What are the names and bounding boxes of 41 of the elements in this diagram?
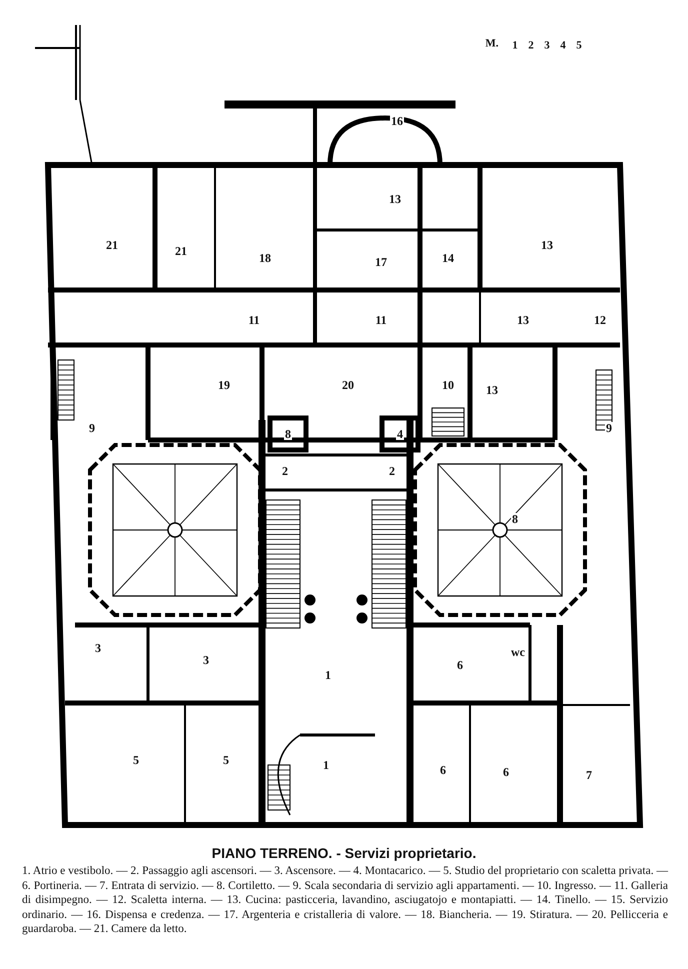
room-number: 14 <box>441 252 455 264</box>
room-number: 5 <box>222 754 230 766</box>
scale-label: 3 <box>543 40 551 52</box>
room-number: 21 <box>174 245 188 257</box>
room-number: 6 <box>456 659 464 671</box>
scale-label: 4 <box>559 40 567 52</box>
room-number: 12 <box>593 314 607 326</box>
room-number: 7 <box>585 769 593 781</box>
room-number: 1 <box>324 669 332 681</box>
room-number: 6 <box>439 764 447 776</box>
room-number: 1 <box>322 759 330 771</box>
scale-label: 2 <box>527 40 535 52</box>
scale-label: 1 <box>511 40 519 52</box>
room-number: 8 <box>284 428 292 440</box>
room-number: 16 <box>390 115 404 127</box>
room-number: 9 <box>88 422 96 434</box>
room-number: 6 <box>502 766 510 778</box>
room-number: 9 <box>605 422 613 434</box>
room-number: 8 <box>511 513 519 525</box>
room-number: 21 <box>105 239 119 251</box>
room-number: 17 <box>374 256 388 268</box>
room-number: 2 <box>388 465 396 477</box>
room-number: 18 <box>258 252 272 264</box>
scale-label: 5 <box>575 40 583 52</box>
scale-label: M. <box>484 38 500 50</box>
room-number: 13 <box>516 314 530 326</box>
room-number: 11 <box>374 314 388 326</box>
plan-title: PIANO TERRENO. - Servizi proprietario. <box>210 845 478 861</box>
legend-text: 1. Atrio e vestibolo. — 2. Passaggio agli ascensori. — 3. Ascensore. — 4. Montacarico. — 5. Studio del proprietario con scaletta privata. — 6. Portineria. — 7. Entrata di servizio. — 8. Cortiletto. — 9. Scala secondaria di servizio agli appartamenti. — 10. Ingresso. — 11. Galleria di disimpegno. — 12. Scaletta interna. — 13. Cucina: pasticceria, lavandino, asciugatojo e montapiatti. — 14. Tinello. — 15. Servizio ordinario. — 16. Dispensa e credenza. — 17. Argenteria e cristalleria di valore. — 18. Biancheria. — 19. Stiratura. — 20. Pellicceria e guardaroba. — 21. Camere da letto. <box>22 864 668 936</box>
room-number: 3 <box>202 654 210 666</box>
room-number: 10 <box>441 379 455 391</box>
room-number: 20 <box>341 379 355 391</box>
room-number: 13 <box>540 239 554 251</box>
room-number: 2 <box>281 465 289 477</box>
room-number: 13 <box>485 384 499 396</box>
room-number: 13 <box>388 193 402 205</box>
room-number: 5 <box>132 754 140 766</box>
room-number: 19 <box>217 379 231 391</box>
room-number: 4 <box>396 428 404 440</box>
room-number: 11 <box>247 314 261 326</box>
room-number: 3 <box>94 642 102 654</box>
